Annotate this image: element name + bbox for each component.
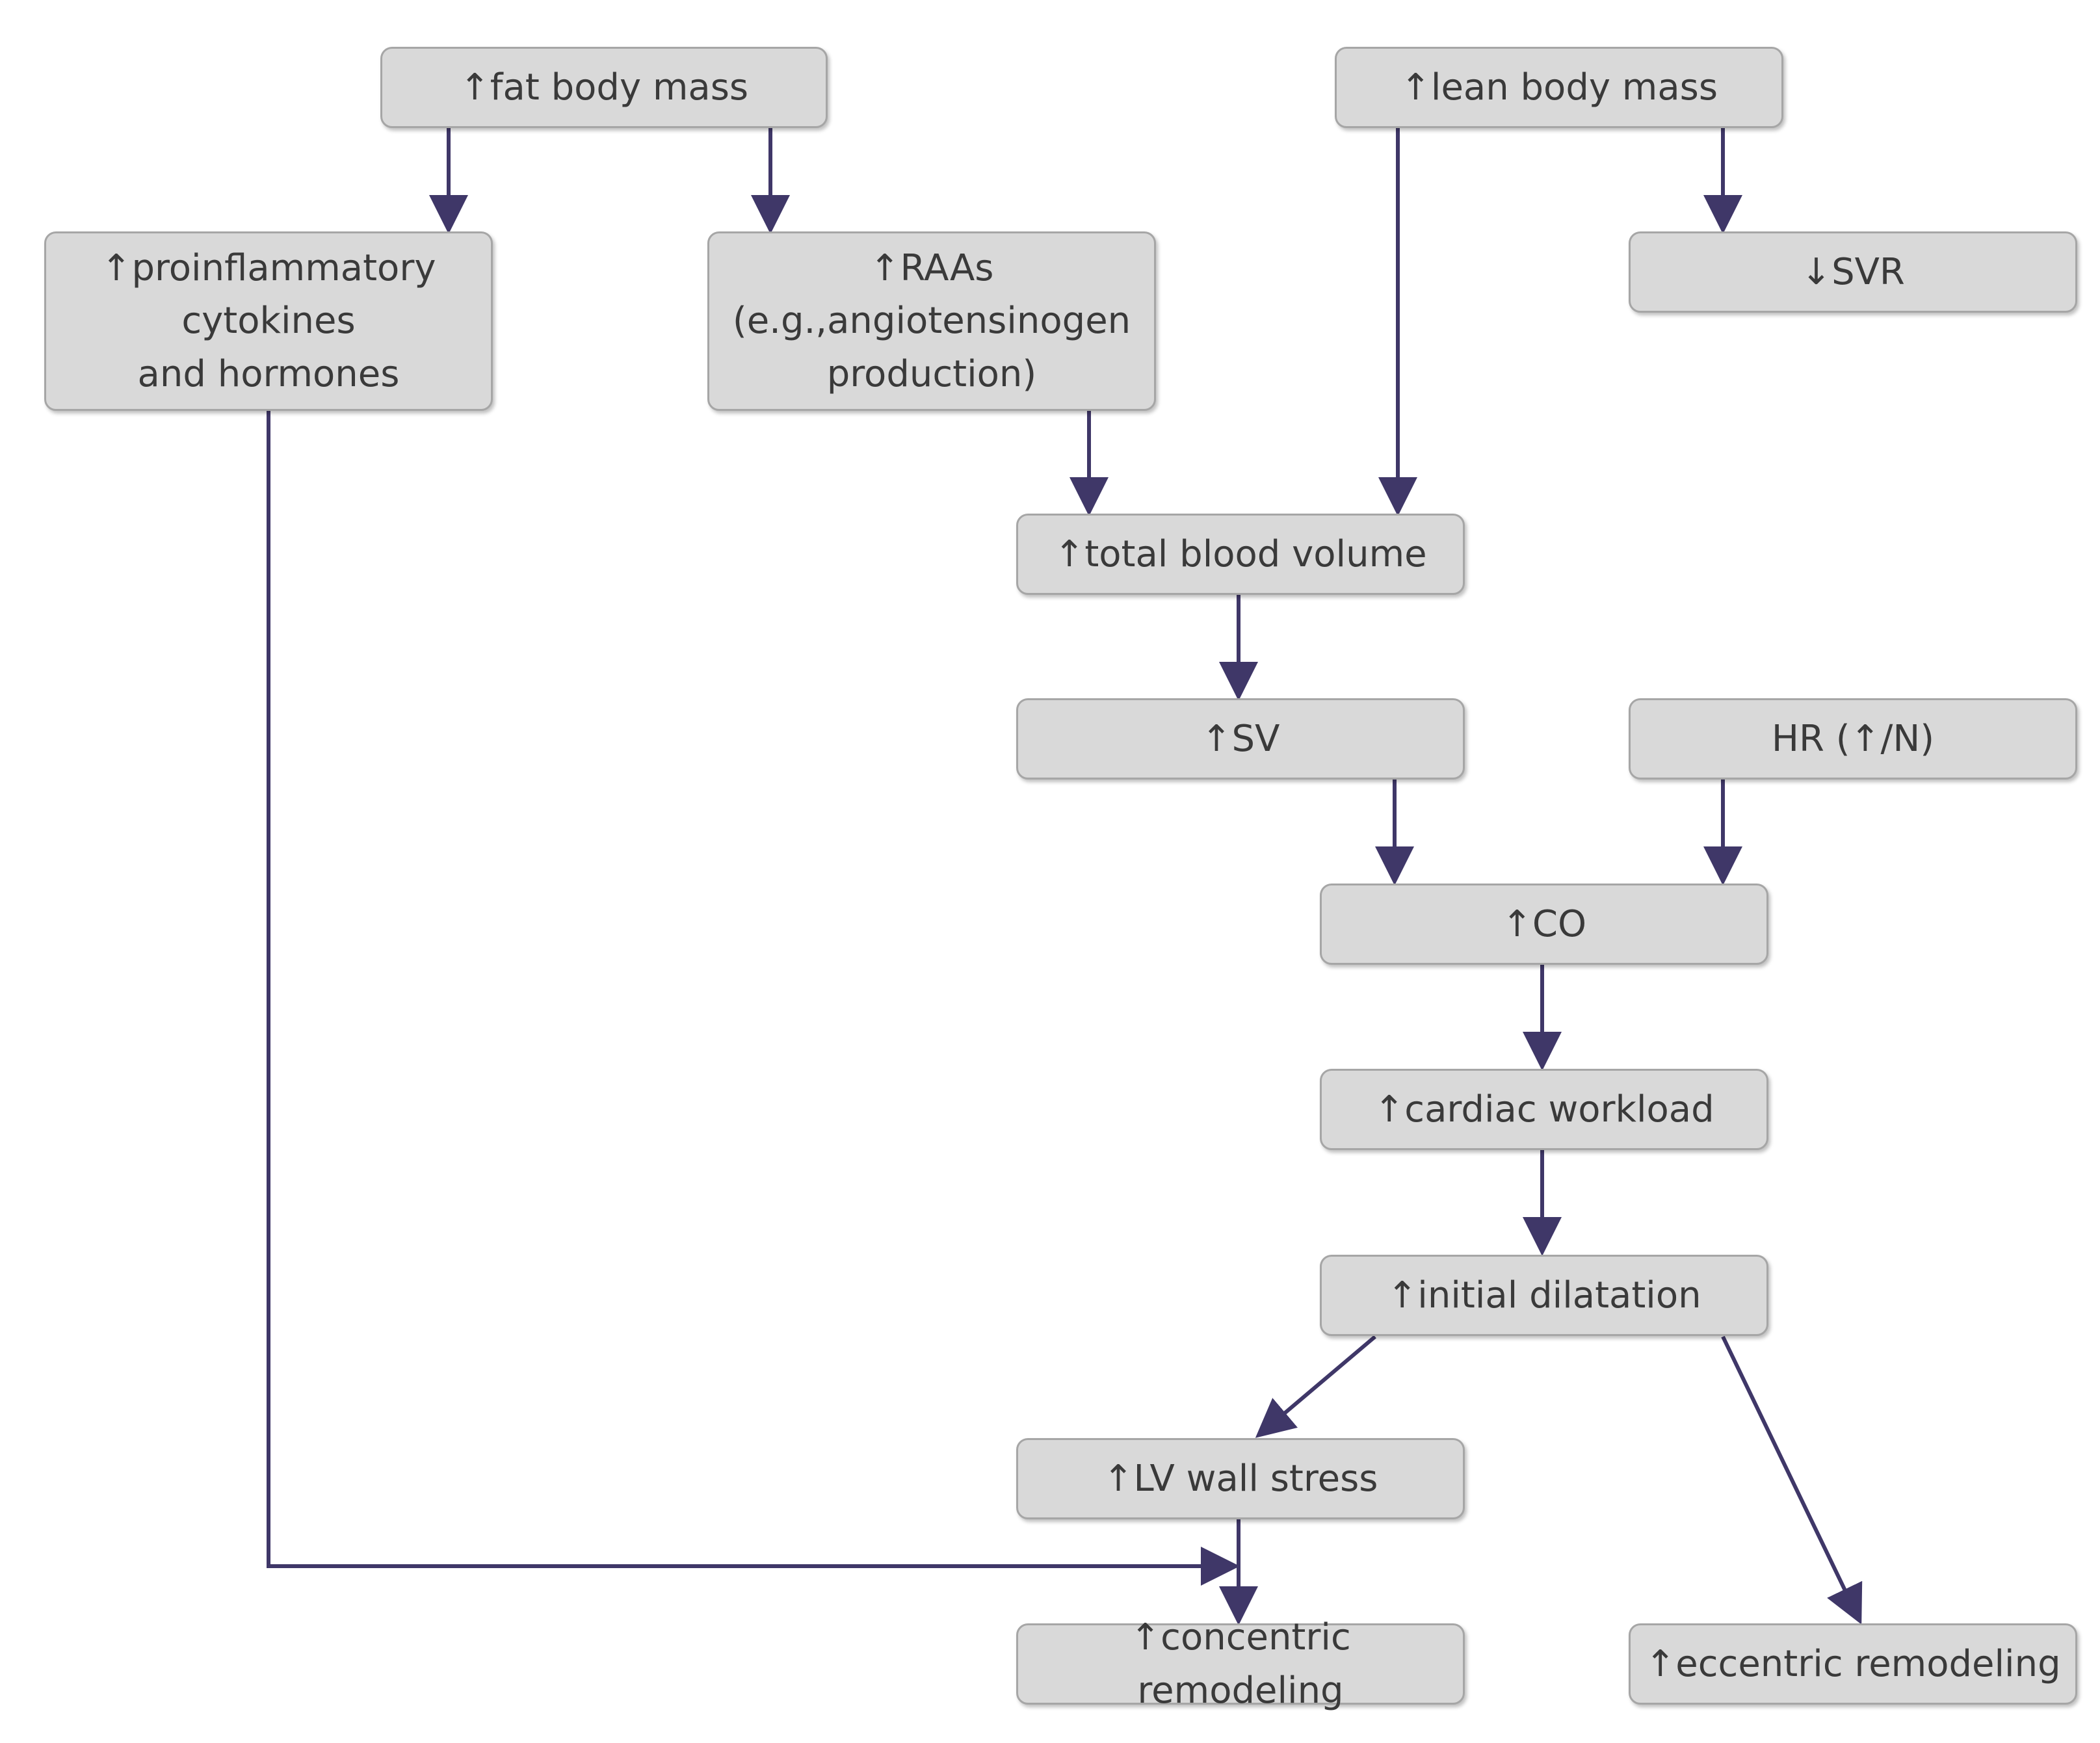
raas-line-3: production): [826, 352, 1037, 395]
lean-body-mass-box: ↑lean body mass: [1335, 47, 1783, 128]
total-blood-volume-box: ↑total blood volume: [1016, 514, 1465, 595]
raas-line-2: (e.g.,angiotensinogen: [732, 300, 1131, 343]
co-box: ↑CO: [1320, 884, 1768, 965]
raas-line-1: ↑RAAs: [869, 247, 994, 290]
lv-wall-stress-label: ↑LV wall stress: [1103, 1457, 1378, 1500]
total-blood-volume-label: ↑total blood volume: [1054, 532, 1427, 575]
fat-body-mass-box: ↑fat body mass: [380, 47, 828, 128]
sv-label: ↑SV: [1201, 717, 1280, 760]
hr-box: HR (↑/N): [1629, 698, 2077, 780]
proinflammatory-line-3: and hormones: [137, 352, 400, 395]
sv-box: ↑SV: [1016, 698, 1465, 780]
initial-dilatation-box: ↑initial dilatation: [1320, 1255, 1768, 1336]
svr-box: ↓SVR: [1629, 231, 2077, 313]
hr-label: HR (↑/N): [1771, 717, 1935, 760]
arrow-dilatation-to-lv-stress: [1255, 1335, 1376, 1438]
arrow-dilatation-to-eccentric: [1721, 1335, 1863, 1625]
proinflammatory-line-1: ↑proinflammatory: [101, 247, 436, 290]
cardiac-workload-box: ↑cardiac workload: [1320, 1069, 1768, 1150]
initial-dilatation-label: ↑initial dilatation: [1387, 1274, 1701, 1317]
eccentric-remodeling-label: ↑eccentric remodeling: [1645, 1642, 2061, 1685]
concentric-remodeling-label: ↑concentric remodeling: [1130, 1616, 1351, 1712]
proinflammatory-line-2: cytokines: [181, 300, 356, 343]
co-label: ↑CO: [1501, 902, 1587, 945]
arrow-proinflammatory-to-concentric: [267, 411, 1240, 1586]
cardiac-workload-label: ↑cardiac workload: [1374, 1088, 1714, 1131]
concentric-remodeling-box: ↑concentric remodeling: [1016, 1616, 1465, 1712]
lv-wall-stress-box: ↑LV wall stress: [1016, 1438, 1465, 1519]
eccentric-remodeling-box: ↑eccentric remodeling: [1629, 1623, 2077, 1705]
proinflammatory-box: ↑proinflammatory cytokines and hormones: [44, 231, 493, 411]
raas-box: ↑RAAs (e.g.,angiotensinogen production): [707, 231, 1156, 411]
fat-body-mass-label: ↑fat body mass: [459, 66, 749, 109]
svr-label: ↓SVR: [1801, 250, 1905, 293]
lean-body-mass-label: ↑lean body mass: [1400, 66, 1718, 109]
